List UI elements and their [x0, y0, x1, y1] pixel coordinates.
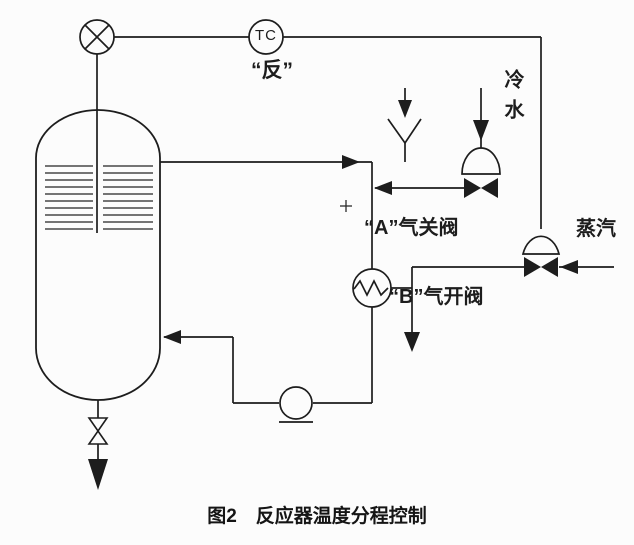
cold-water-label: 冷水 [501, 69, 523, 129]
valve-a-label: “A”气关阀 [364, 217, 459, 239]
flow-arrow-left-icon [560, 260, 578, 274]
circulation-lines [163, 307, 373, 404]
flow-arrow-down-icon [88, 459, 108, 490]
flow-arrow-left-icon [374, 181, 392, 195]
temperature-controller-icon [248, 19, 284, 55]
reactor-outlet-line [160, 155, 373, 269]
flow-arrow-left-icon [163, 330, 181, 344]
pump-icon [279, 386, 313, 423]
heat-exchanger-icon [352, 268, 392, 308]
temperature-sensor-icon [79, 19, 115, 233]
overflow-funnel-icon [387, 88, 422, 162]
steam-label: 蒸汽 [576, 218, 616, 240]
controller-tag-label: “反” [251, 59, 293, 82]
tube-bundle-hatch-left [45, 165, 93, 230]
steam-inlet-line [559, 260, 614, 274]
cold-water-line [473, 88, 489, 148]
controller-label: TC [255, 27, 277, 44]
flow-arrow-down-icon [398, 100, 412, 118]
control-valve-b-icon [521, 235, 561, 277]
figure-caption: 图2 反应器温度分程控制 [207, 506, 427, 527]
reactor-vessel [35, 109, 161, 401]
reactor-drain [87, 400, 109, 490]
valve-b-outlet-line [391, 266, 524, 352]
flow-arrow-down-icon [473, 120, 489, 141]
flow-arrow-right-icon [342, 155, 360, 169]
tube-bundle-hatch-right [103, 165, 153, 230]
signal-lines [114, 36, 542, 229]
drain-valve-icon [87, 417, 109, 445]
flow-arrow-down-icon [404, 332, 420, 352]
valve-b-label: “B”气开阀 [389, 286, 484, 308]
valve-a-outlet-line [374, 181, 464, 195]
junction-cross-icon [340, 200, 352, 212]
control-valve-a-icon [461, 147, 501, 198]
